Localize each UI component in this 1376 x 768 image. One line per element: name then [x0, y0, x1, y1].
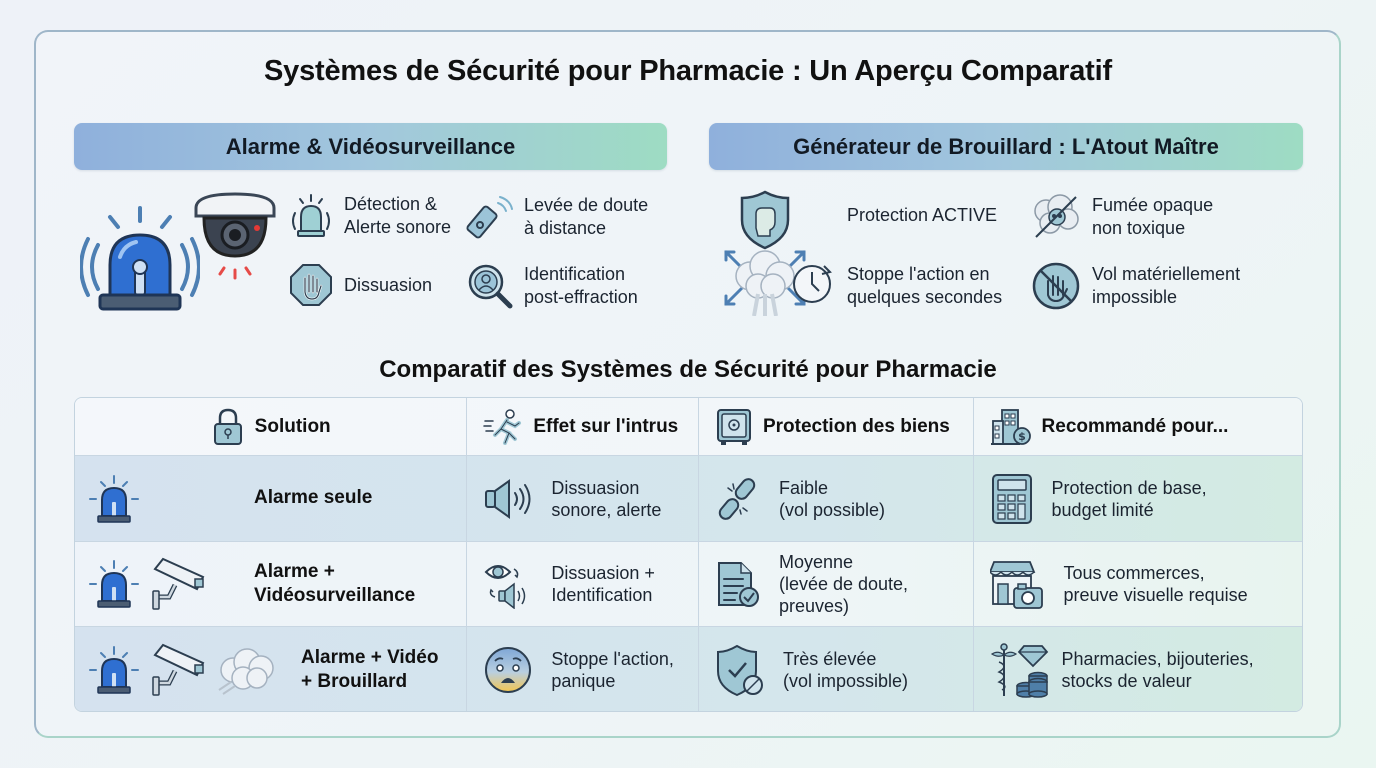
banner-alarm-video: Alarme & Vidéosurveillance	[74, 123, 667, 170]
solution-cell: Alarme + Vidéo + Brouillard	[75, 627, 466, 711]
feature-active-protection: Protection ACTIVE	[847, 205, 998, 225]
alarm-siren-icon	[89, 646, 139, 694]
shield-check-icon	[716, 644, 763, 697]
effect-cell: Dissuasion +Identification	[466, 542, 698, 626]
banner-fog-generator: Générateur de Brouillard : L'Atout Maîtr…	[709, 123, 1303, 170]
solution-cell: Alarme seule	[75, 456, 466, 541]
cctv-camera-icon	[152, 643, 205, 696]
header-protection: Protection des biens	[697, 398, 973, 455]
header-effect: Effet sur l'intrus	[466, 398, 698, 455]
table-row: Alarme + Vidéosurveillance Dissuasion +I…	[75, 541, 1302, 626]
speaker-icon	[485, 478, 531, 519]
remote-phone-icon	[466, 196, 513, 239]
table-header-row: Solution Effet sur l'intrus Protection d…	[75, 398, 1302, 455]
fog-burst-icon	[724, 190, 832, 316]
alarm-siren-icon	[80, 206, 200, 311]
table-row: Alarme + Vidéo + Brouillard Stoppe l'act…	[75, 626, 1302, 711]
no-hand-icon	[1032, 262, 1080, 310]
fog-cloud-icon	[218, 648, 274, 695]
header-solution: Solution	[75, 398, 466, 455]
document-check-icon	[717, 562, 759, 607]
padlock-icon	[213, 408, 242, 445]
magnifier-person-icon	[468, 264, 513, 309]
siren-sound-icon	[292, 194, 330, 237]
solution-label: Alarme + Vidéo + Brouillard	[301, 647, 439, 692]
header-recommended: $ Recommandé pour...	[972, 398, 1302, 455]
recommended-cell: Tous commerces,preuve visuelle requise	[972, 542, 1302, 626]
dome-camera-icon	[194, 192, 276, 280]
effect-cell: Stoppe l'action,panique	[466, 627, 698, 711]
broken-chain-icon	[718, 477, 756, 520]
feature-deterrence: Dissuasion	[288, 262, 432, 308]
solution-label: Alarme seule	[254, 487, 373, 508]
page-title: Systèmes de Sécurité pour Pharmacie : Un…	[264, 55, 1112, 87]
alarm-siren-icon	[89, 560, 139, 608]
non-toxic-smoke-icon	[1034, 194, 1079, 238]
caduceus-diamond-coins-icon	[990, 643, 1048, 698]
svg-text:$: $	[1018, 430, 1026, 443]
eye-speaker-icon	[484, 565, 526, 609]
solution-label: Alarme + Vidéosurveillance	[254, 561, 416, 606]
feature-detection-alert: Détection &Alerte sonore	[288, 193, 451, 239]
safe-icon	[716, 408, 751, 445]
protection-cell: Moyenne(levée de doute,preuves)	[697, 542, 973, 626]
comparison-title: Comparatif des Systèmes de Sécurité pour…	[379, 356, 997, 383]
recommended-cell: Protection de base,budget limité	[972, 456, 1302, 541]
cctv-camera-icon	[152, 557, 205, 610]
store-camera-icon	[989, 561, 1043, 609]
protection-cell: Faible(vol possible)	[697, 456, 973, 541]
running-man-icon	[483, 408, 522, 445]
solution-cell: Alarme + Vidéosurveillance	[75, 542, 466, 626]
buildings-money-icon: $	[990, 408, 1031, 445]
stop-hand-icon	[290, 264, 332, 306]
scared-face-icon	[485, 647, 532, 693]
calculator-icon	[991, 473, 1032, 524]
recommended-cell: Pharmacies, bijouteries,stocks de valeur	[972, 627, 1302, 711]
comparison-table: Solution Effet sur l'intrus Protection d…	[74, 397, 1303, 712]
protection-cell: Très élevée(vol impossible)	[697, 627, 973, 711]
alarm-siren-icon	[89, 474, 139, 523]
